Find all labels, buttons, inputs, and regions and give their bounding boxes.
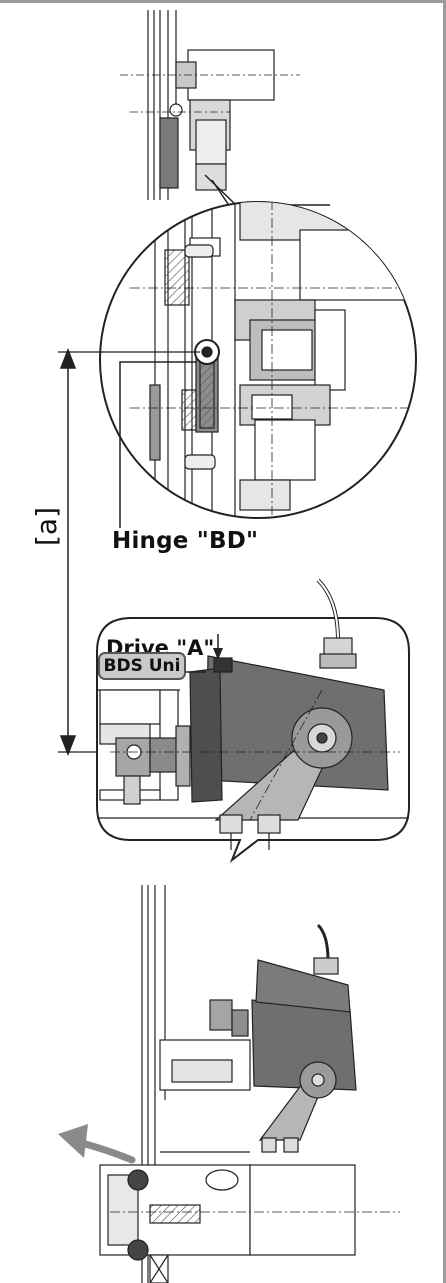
- hinge-leader-line: [119, 361, 197, 528]
- magnified-drive-detail: [96, 578, 410, 864]
- bottom-assembly: [99, 885, 400, 1283]
- curved-arrow-left-icon: [58, 1124, 136, 1164]
- hinge-label: Hinge "BD": [112, 528, 259, 554]
- dimension-label: [a]: [30, 506, 63, 546]
- product-badge: BDS Uni: [98, 652, 186, 680]
- magnified-hinge-detail: [99, 201, 417, 519]
- top-profile-section: [120, 10, 300, 200]
